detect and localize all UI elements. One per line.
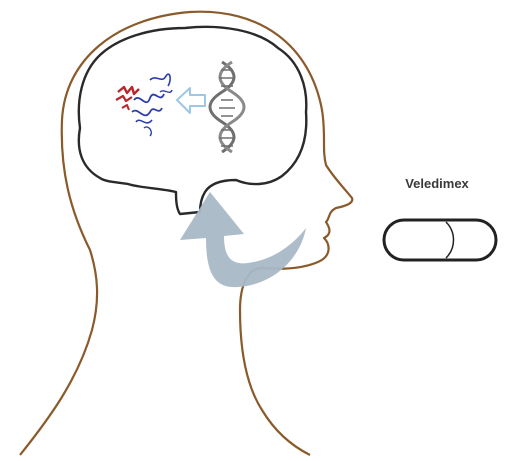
- protein-structure-icon: [116, 74, 172, 136]
- curved-arrow-icon: [180, 192, 306, 287]
- capsule-pill-icon: [384, 220, 496, 260]
- expression-arrow-icon: [177, 88, 205, 113]
- drug-label: Veledimex: [378, 176, 496, 191]
- brain-outline: [79, 27, 306, 214]
- dna-helix-icon: [210, 62, 244, 152]
